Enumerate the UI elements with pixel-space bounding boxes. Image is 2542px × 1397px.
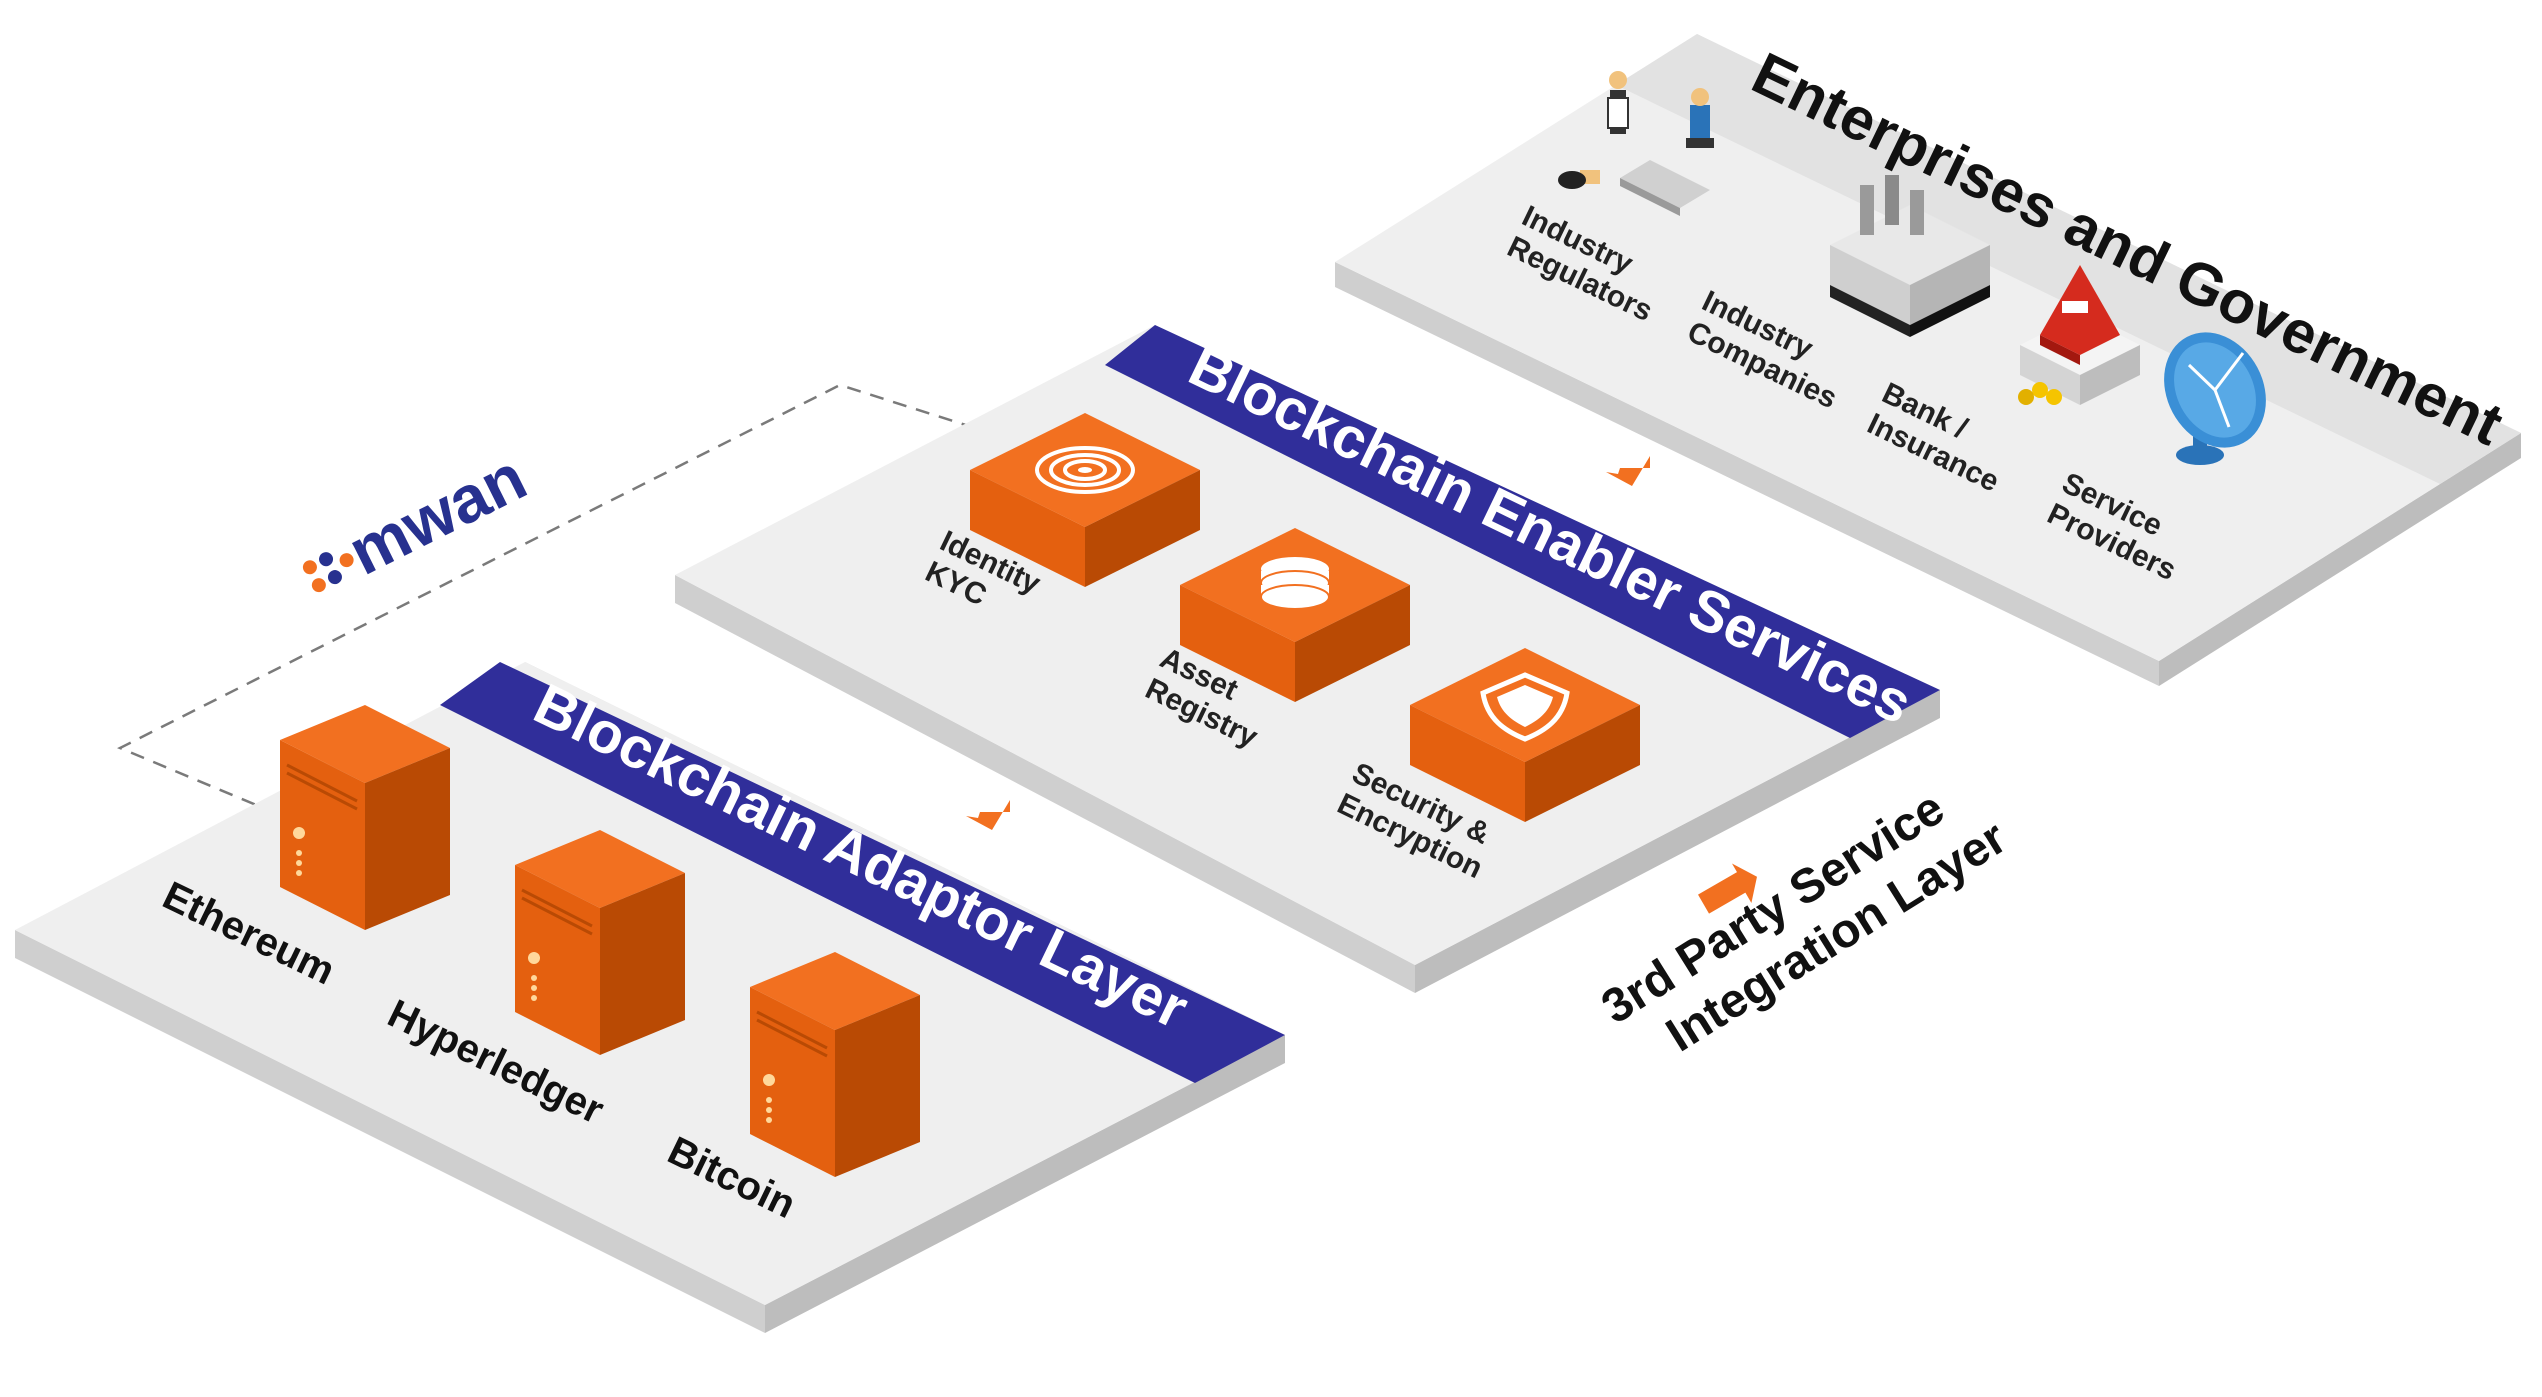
mwan-logo: mwan xyxy=(302,439,537,593)
logo-text: mwan xyxy=(337,439,537,589)
factory-icon xyxy=(1830,175,1990,337)
security-encryption-box xyxy=(1410,648,1640,822)
fingerprint-icon xyxy=(1035,446,1135,494)
integration-arrow-icon xyxy=(1698,863,1757,914)
flow-arrow-down-icon xyxy=(1606,456,1650,486)
satellite-dish-icon xyxy=(2164,332,2266,465)
bank-icon xyxy=(2018,265,2140,405)
server-icon xyxy=(750,952,920,1177)
logo-dots-icon xyxy=(302,552,354,593)
flow-arrow-down-icon xyxy=(966,800,1010,830)
identity-kyc-box xyxy=(970,413,1200,587)
server-icon xyxy=(280,705,450,930)
people-at-desk-icon xyxy=(1558,71,1714,216)
database-icon xyxy=(1260,557,1330,610)
asset-registry-box xyxy=(1180,528,1410,702)
shield-icon xyxy=(1480,672,1570,742)
server-icon xyxy=(515,830,685,1055)
